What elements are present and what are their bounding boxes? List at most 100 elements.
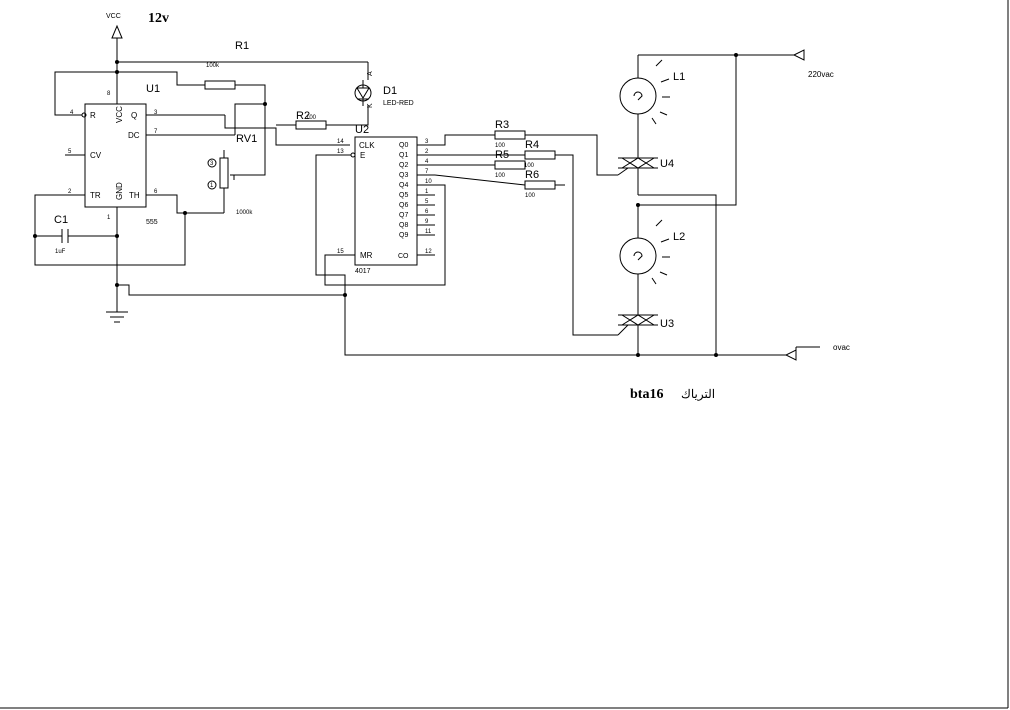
r4-ref: R4 <box>525 139 539 151</box>
r4-value: 100 <box>524 163 535 169</box>
u2-pin-q1: Q1 <box>399 152 408 159</box>
l2-lamp <box>619 205 670 315</box>
c1-ref: C1 <box>54 214 68 226</box>
rv1-ref: RV1 <box>236 133 257 145</box>
r1-ref: R1 <box>235 40 249 52</box>
u2-pin-q3: Q3 <box>399 172 408 179</box>
u1-ref: U1 <box>146 83 160 95</box>
wire-e-to-ground <box>315 154 351 295</box>
e-inversion-bubble <box>350 152 356 158</box>
rv1-potentiometer <box>219 157 229 189</box>
caption-part: bta16 <box>630 387 663 402</box>
wire <box>234 103 265 135</box>
u1-pin-num-q: 3 <box>154 110 158 116</box>
d1-anode-label: A <box>367 71 374 76</box>
u1-pin-num-r: 4 <box>70 110 74 116</box>
r6-ref: R6 <box>525 169 539 181</box>
r5-ref: R5 <box>495 149 509 161</box>
wire-q0-to-r3 <box>435 134 495 146</box>
l1-ref: L1 <box>673 71 685 83</box>
l1-lamp <box>619 55 670 158</box>
wire-reset-to-vcc <box>54 71 117 116</box>
u1-pin-num-vcc: 8 <box>107 91 111 97</box>
u2-pin-q4: Q4 <box>399 182 408 189</box>
wire-q-to-clk <box>224 115 350 146</box>
u2-ref: U2 <box>355 124 369 136</box>
u2-pin-num-q3: 7 <box>425 169 429 175</box>
u2-pin-num-q5: 1 <box>425 189 429 195</box>
r2-value: 100 <box>306 115 317 121</box>
u2-pin-num-q6: 5 <box>425 199 429 205</box>
u1-pin-tr: TR <box>90 191 101 200</box>
r5-resistor <box>494 160 526 170</box>
r1-resistor <box>204 80 236 90</box>
u2-part: 4017 <box>355 268 371 275</box>
r4-resistor <box>524 150 556 160</box>
r3-resistor <box>494 130 526 140</box>
reset-inversion-bubble <box>81 112 87 118</box>
u1-pin-vcc: VCC <box>115 106 124 123</box>
l2-ref: L2 <box>673 231 685 243</box>
u2-pin-q9: Q9 <box>399 232 408 239</box>
r2-resistor <box>295 120 327 130</box>
u2-pin-q2: Q2 <box>399 162 408 169</box>
u2-pin-e: E <box>360 151 365 160</box>
u1-pin-num-tr: 2 <box>68 189 72 195</box>
u1-pin-gnd: GND <box>115 182 124 200</box>
c1-value: 1uF <box>55 249 66 255</box>
u2-pin-q0: Q0 <box>399 142 408 149</box>
r3-ref: R3 <box>495 119 509 131</box>
u1-pin-num-th: 6 <box>154 189 158 195</box>
wire-r2-to-led <box>326 105 369 126</box>
wire-ground-to-mr <box>117 284 345 296</box>
vcc-label: VCC <box>106 13 121 20</box>
junction-dot <box>714 353 718 357</box>
neutral-terminal <box>784 349 797 361</box>
r6-value: 100 <box>525 193 536 199</box>
d1-cathode-label: K <box>367 103 374 108</box>
r2-ref: R2 <box>296 110 310 122</box>
caption-arabic: الترياك <box>681 387 715 401</box>
u2-pin-num-q7: 6 <box>425 209 429 215</box>
rv1-value: 1000k <box>236 210 253 216</box>
vcc-symbol <box>111 24 123 88</box>
rv1-pin1-label: 1 <box>210 183 214 189</box>
u2-pin-mr: MR <box>360 251 373 260</box>
u2-pin-num-q0: 3 <box>425 139 429 145</box>
u4-triac <box>617 157 658 195</box>
u2-pin-num-q1: 2 <box>425 149 429 155</box>
u2-pin-num-q9: 11 <box>425 229 432 235</box>
u2-pin-q6: Q6 <box>399 202 408 209</box>
neutral-label: ovac <box>833 343 850 352</box>
rv1-pin-marker <box>207 180 217 190</box>
r3-value: 100 <box>495 143 506 149</box>
u2-4017-chip <box>354 136 418 266</box>
junction-dot <box>115 60 119 64</box>
line-terminal <box>792 49 805 61</box>
d1-ref: D1 <box>383 85 397 97</box>
wire <box>230 84 266 176</box>
u1-pin-cv: CV <box>90 151 102 160</box>
u2-pin-co: CO <box>398 253 409 260</box>
wire <box>117 71 205 86</box>
junction-dot <box>33 234 37 238</box>
u2-pin-clk: CLK <box>359 141 375 150</box>
u1-pin-dc: DC <box>128 131 140 140</box>
u2-pin-q5: Q5 <box>399 192 408 199</box>
u2-pin-num-q2: 4 <box>425 159 429 165</box>
u2-pin-num-q8: 9 <box>425 219 429 225</box>
wire-th <box>146 194 224 214</box>
wire-neutral-rail <box>344 295 786 356</box>
u2-pin-q8: Q8 <box>399 222 408 229</box>
u2-pin-num-e: 13 <box>337 149 344 155</box>
u3-triac <box>617 314 658 355</box>
u1-pin-num-dc: 7 <box>154 129 158 135</box>
u1-pin-th: TH <box>129 191 140 200</box>
junction-dot <box>636 353 640 357</box>
u2-pin-num-q4: 10 <box>425 179 432 185</box>
wire-q3-to-r6 <box>434 174 526 186</box>
line-label: 220vac <box>808 70 834 79</box>
u1-pin-num-gnd: 1 <box>107 215 111 221</box>
u4-ref: U4 <box>660 158 674 170</box>
